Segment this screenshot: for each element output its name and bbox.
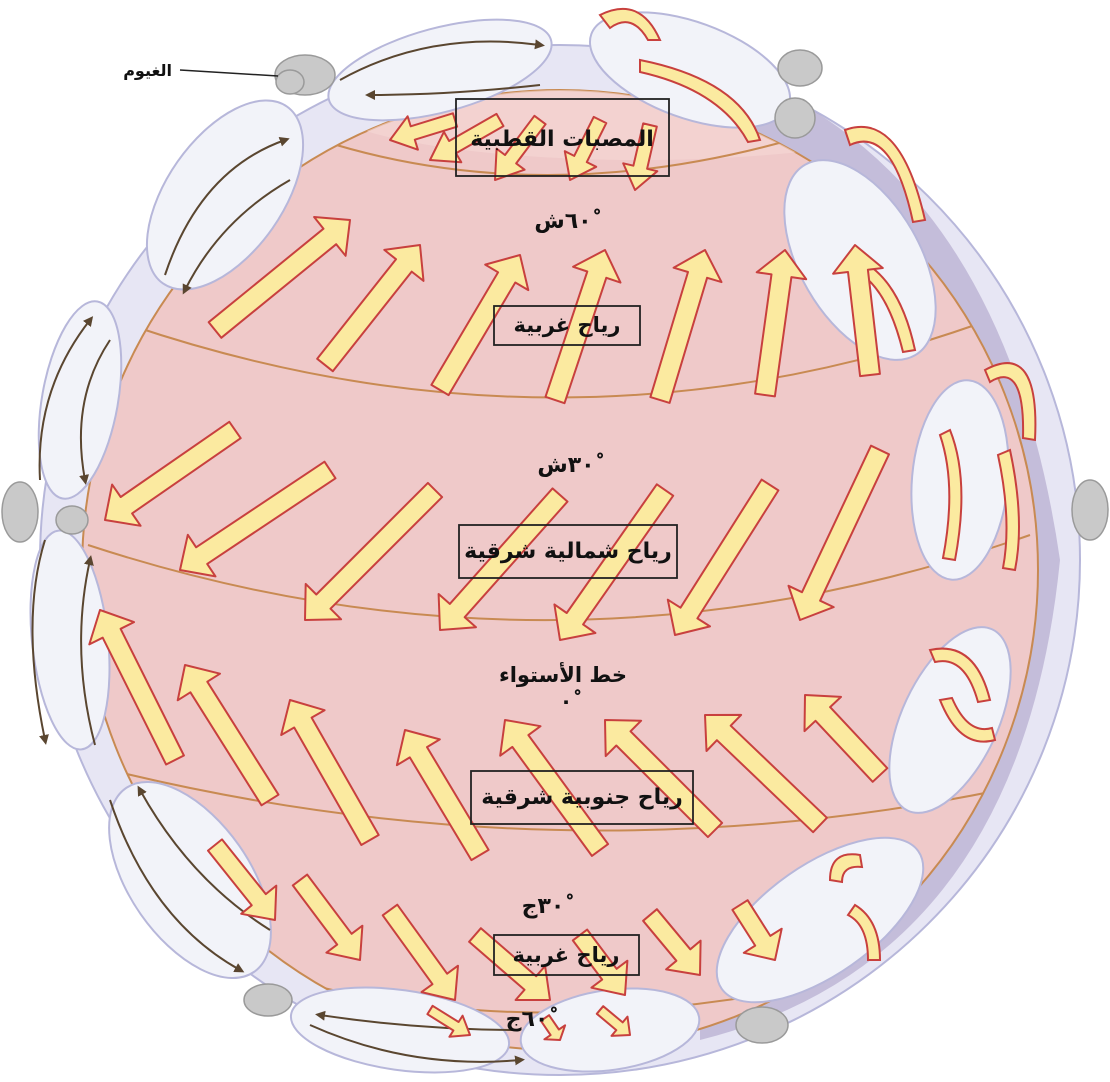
equator-label: خط الأستواء — [499, 661, 627, 687]
wind-arrow — [88, 609, 185, 766]
wind-arrow — [316, 244, 425, 373]
wind-arrow — [642, 908, 702, 976]
wind-arrow — [179, 460, 337, 578]
se-trades-box — [470, 770, 694, 825]
ne-trades-label: رياح شمالية شرقية — [464, 539, 672, 564]
wind-arrow — [104, 420, 242, 527]
wind-arrow — [381, 903, 459, 1001]
clouds — [1, 49, 1109, 1044]
wind-arrow — [539, 1014, 567, 1041]
wind-arrow — [731, 899, 783, 961]
wind-arrow — [622, 122, 659, 191]
wind-arrow — [553, 483, 675, 641]
wind-arrow — [207, 216, 351, 339]
cloud-icon — [274, 54, 336, 96]
wind-arrow — [666, 478, 780, 636]
wind-arrow — [280, 699, 380, 846]
cloud-icon — [243, 983, 293, 1017]
label-boxes — [455, 98, 694, 976]
cloud-icon — [735, 1006, 789, 1044]
wind-arrow — [499, 719, 610, 857]
wind-arrow — [389, 112, 459, 151]
lat-60n-label: ٦٠ْش — [534, 209, 600, 234]
westerlies-north-label: رياح غربية — [514, 313, 621, 337]
wind-arrow — [595, 1005, 631, 1037]
wind-arrow — [544, 249, 622, 405]
cloud-icon — [774, 49, 823, 139]
wind-arrow — [468, 927, 551, 1001]
clouds-leader-line — [179, 69, 279, 77]
clouds-label: الغيوم — [123, 61, 172, 80]
wind-arrows — [88, 112, 890, 1041]
polar-caps-box — [455, 98, 670, 177]
wind-arrow — [426, 1004, 471, 1038]
wind-arrow — [704, 713, 828, 834]
wind-arrow — [437, 487, 569, 631]
westerlies-south-box — [493, 934, 640, 976]
wind-arrow — [832, 244, 884, 378]
polar-caps-label: المصبات القطبية — [470, 127, 654, 152]
air-flow-arrows — [31, 39, 545, 1066]
ne-trades-box — [458, 524, 678, 579]
wind-arrow — [571, 928, 629, 996]
wind-arrow — [304, 481, 444, 621]
wind-arrow — [395, 729, 490, 862]
wind-arrow — [429, 112, 505, 164]
se-trades-label: رياح جنوبية شرقية — [481, 785, 683, 810]
wind-arrow — [787, 444, 890, 621]
circulation-loops — [598, 7, 1037, 961]
westerlies-south-label: رياح غربية — [513, 943, 620, 967]
wind-arrow — [207, 838, 278, 921]
lat-30n-label: ٣٠ْش — [537, 453, 603, 478]
wind-arrow — [430, 254, 530, 397]
wind-arrow — [649, 249, 723, 404]
wind-arrow — [803, 694, 889, 783]
wind-arrow — [754, 249, 808, 398]
wind-arrow — [291, 873, 364, 961]
cloud-icon — [1071, 479, 1109, 541]
wind-arrow — [176, 664, 280, 807]
wind-arrow — [494, 114, 547, 181]
cloud-icon — [1, 481, 89, 543]
westerlies-north-box — [493, 305, 641, 346]
wind-arrow — [563, 115, 608, 181]
